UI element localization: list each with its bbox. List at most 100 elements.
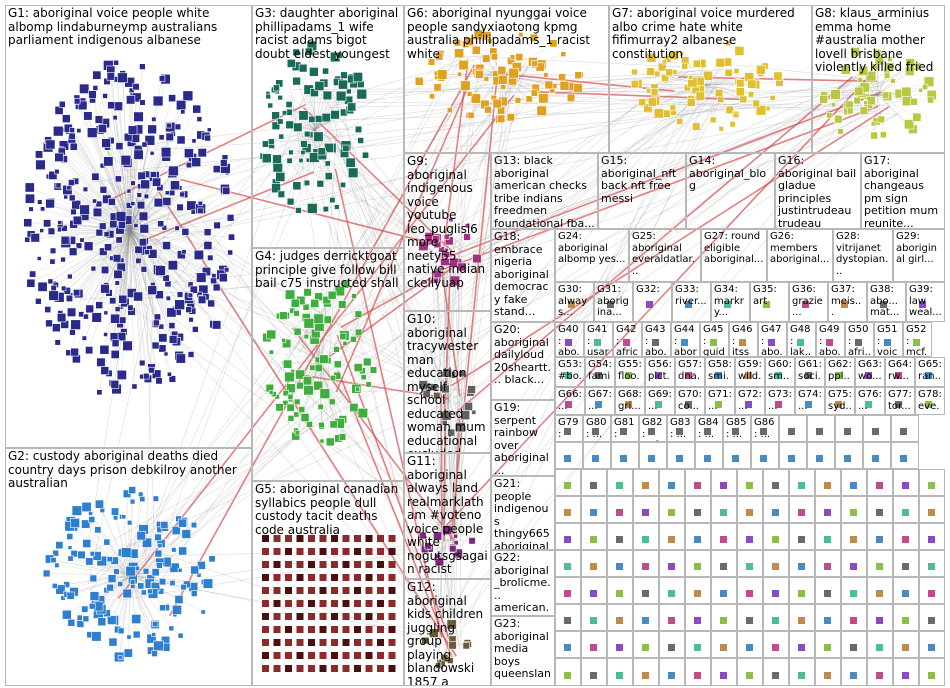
small-group-box bbox=[789, 523, 815, 550]
small-group-box: G74: ... bbox=[795, 387, 825, 415]
small-group-box bbox=[815, 469, 841, 496]
small-group-box: G76: ... bbox=[855, 387, 885, 415]
small-group-box bbox=[685, 577, 711, 604]
small-group-box bbox=[789, 631, 815, 658]
small-group-box bbox=[841, 658, 867, 686]
small-group-box: G83: ... bbox=[667, 415, 695, 442]
small-group-box bbox=[867, 577, 893, 604]
node bbox=[720, 509, 727, 516]
node bbox=[824, 672, 831, 679]
node bbox=[668, 590, 675, 597]
small-group-box bbox=[581, 550, 607, 577]
node bbox=[876, 672, 883, 679]
small-group-box bbox=[789, 658, 815, 686]
small-group-label: G50: afri... bbox=[848, 324, 871, 357]
node bbox=[564, 536, 571, 543]
small-group-box: G84: ... bbox=[695, 415, 723, 442]
small-group-label: G77: tor... bbox=[888, 389, 912, 412]
node bbox=[872, 455, 879, 462]
small-group-box bbox=[685, 550, 711, 577]
small-group-box bbox=[685, 631, 711, 658]
small-group-box: G64: rw... bbox=[885, 357, 915, 387]
small-group-label: G83: ... bbox=[670, 417, 692, 440]
small-group-box bbox=[919, 658, 945, 686]
node bbox=[642, 644, 649, 651]
small-group-box bbox=[815, 550, 841, 577]
small-group-box bbox=[789, 577, 815, 604]
node bbox=[694, 672, 701, 679]
small-group-box: G38: abo... mat... bbox=[867, 282, 906, 322]
small-group-label: G30: always... bbox=[558, 284, 591, 319]
small-group-box bbox=[659, 469, 685, 496]
small-group-box bbox=[695, 442, 723, 469]
small-group-box bbox=[893, 577, 919, 604]
group-label-g21: G21: people indigenous thingy665 aborigi… bbox=[494, 478, 552, 550]
group-box-g16: G16: aboriginal bail gladue principles j… bbox=[775, 153, 861, 229]
small-group-box bbox=[919, 577, 945, 604]
small-group-box bbox=[555, 523, 581, 550]
small-group-box bbox=[891, 415, 919, 442]
small-group-box bbox=[737, 577, 763, 604]
small-group-box: G32: bbox=[633, 282, 672, 322]
node bbox=[720, 590, 727, 597]
group-label-g1: G1: aboriginal voice people white albomp… bbox=[8, 7, 249, 48]
small-group-box: G66: ... bbox=[555, 387, 585, 415]
small-group-box bbox=[763, 631, 789, 658]
node bbox=[928, 590, 935, 597]
group-label-g17: G17: aboriginal changeaus pm sign petiti… bbox=[864, 155, 942, 229]
small-group-box: G53: #bo... bbox=[555, 357, 585, 387]
group-label-g7: G7: aboriginal voice murdered albo crime… bbox=[612, 7, 809, 61]
node bbox=[876, 590, 883, 597]
node bbox=[564, 563, 571, 570]
small-group-box bbox=[555, 631, 581, 658]
node bbox=[616, 672, 623, 679]
group-label-g4: G4: judges derricktgoat principle give f… bbox=[255, 250, 401, 291]
small-group-box: G48: lak... bbox=[787, 322, 816, 357]
node bbox=[902, 536, 909, 543]
small-group-label: G41: usar... viole... bbox=[587, 324, 610, 357]
small-group-box bbox=[555, 658, 581, 686]
group-label-g18: G18: embrace nigeria aboriginal democrac… bbox=[494, 231, 552, 319]
small-group-label: G73: ... bbox=[768, 389, 792, 412]
small-group-label: G34: markry... bbox=[714, 284, 747, 319]
small-group-label: G45: guid... bbox=[703, 324, 726, 357]
small-group-box bbox=[685, 469, 711, 496]
small-group-box: G51: voic... bbox=[874, 322, 903, 357]
group-box-g14: G14: aboriginal_blog bbox=[686, 153, 775, 229]
small-group-label: G82: enf... bbox=[642, 417, 664, 442]
group-label-g11: G11: aboriginal always land realmarklath… bbox=[407, 455, 488, 577]
small-group-box bbox=[581, 604, 607, 631]
small-group-box: G57: dna... bbox=[675, 357, 705, 387]
small-group-box bbox=[893, 604, 919, 631]
group-box-g27: G27: round eligible aboriginal... bbox=[701, 229, 767, 282]
small-group-box bbox=[789, 469, 815, 496]
small-group-box: G79: co... bbox=[555, 415, 583, 442]
group-label-g28: G28: vitrijanet dystopian... bbox=[836, 231, 890, 277]
node bbox=[798, 617, 805, 624]
group-label-g10: G10: aboriginal tracywesterman education… bbox=[407, 313, 488, 453]
node bbox=[798, 644, 805, 651]
small-group-box: G85: ... bbox=[723, 415, 751, 442]
node bbox=[850, 482, 857, 489]
group-box-g12: G12: aboriginal kids children juggling g… bbox=[404, 579, 491, 686]
small-group-box bbox=[633, 550, 659, 577]
node bbox=[642, 617, 649, 624]
group-box-g13: G13: black aboriginal american checks tr… bbox=[491, 153, 598, 229]
small-group-box bbox=[863, 415, 891, 442]
small-group-box bbox=[835, 442, 863, 469]
small-group-box: G77: tor... bbox=[885, 387, 915, 415]
node bbox=[902, 563, 909, 570]
group-label-g5: G5: aboriginal canadian syllabics people… bbox=[255, 483, 401, 537]
small-group-box bbox=[685, 658, 711, 686]
group-box-g18: G18: embrace nigeria aboriginal democrac… bbox=[491, 229, 555, 322]
node bbox=[772, 644, 779, 651]
small-group-box: G81: peo... bbox=[611, 415, 639, 442]
small-group-box bbox=[639, 442, 667, 469]
group-box-g25: G25: aboriginal everaldatlar... bbox=[629, 229, 701, 282]
node bbox=[876, 644, 883, 651]
small-group-box bbox=[685, 523, 711, 550]
small-group-box bbox=[633, 631, 659, 658]
small-group-box bbox=[763, 496, 789, 523]
node bbox=[646, 301, 653, 308]
small-group-box bbox=[607, 469, 633, 496]
